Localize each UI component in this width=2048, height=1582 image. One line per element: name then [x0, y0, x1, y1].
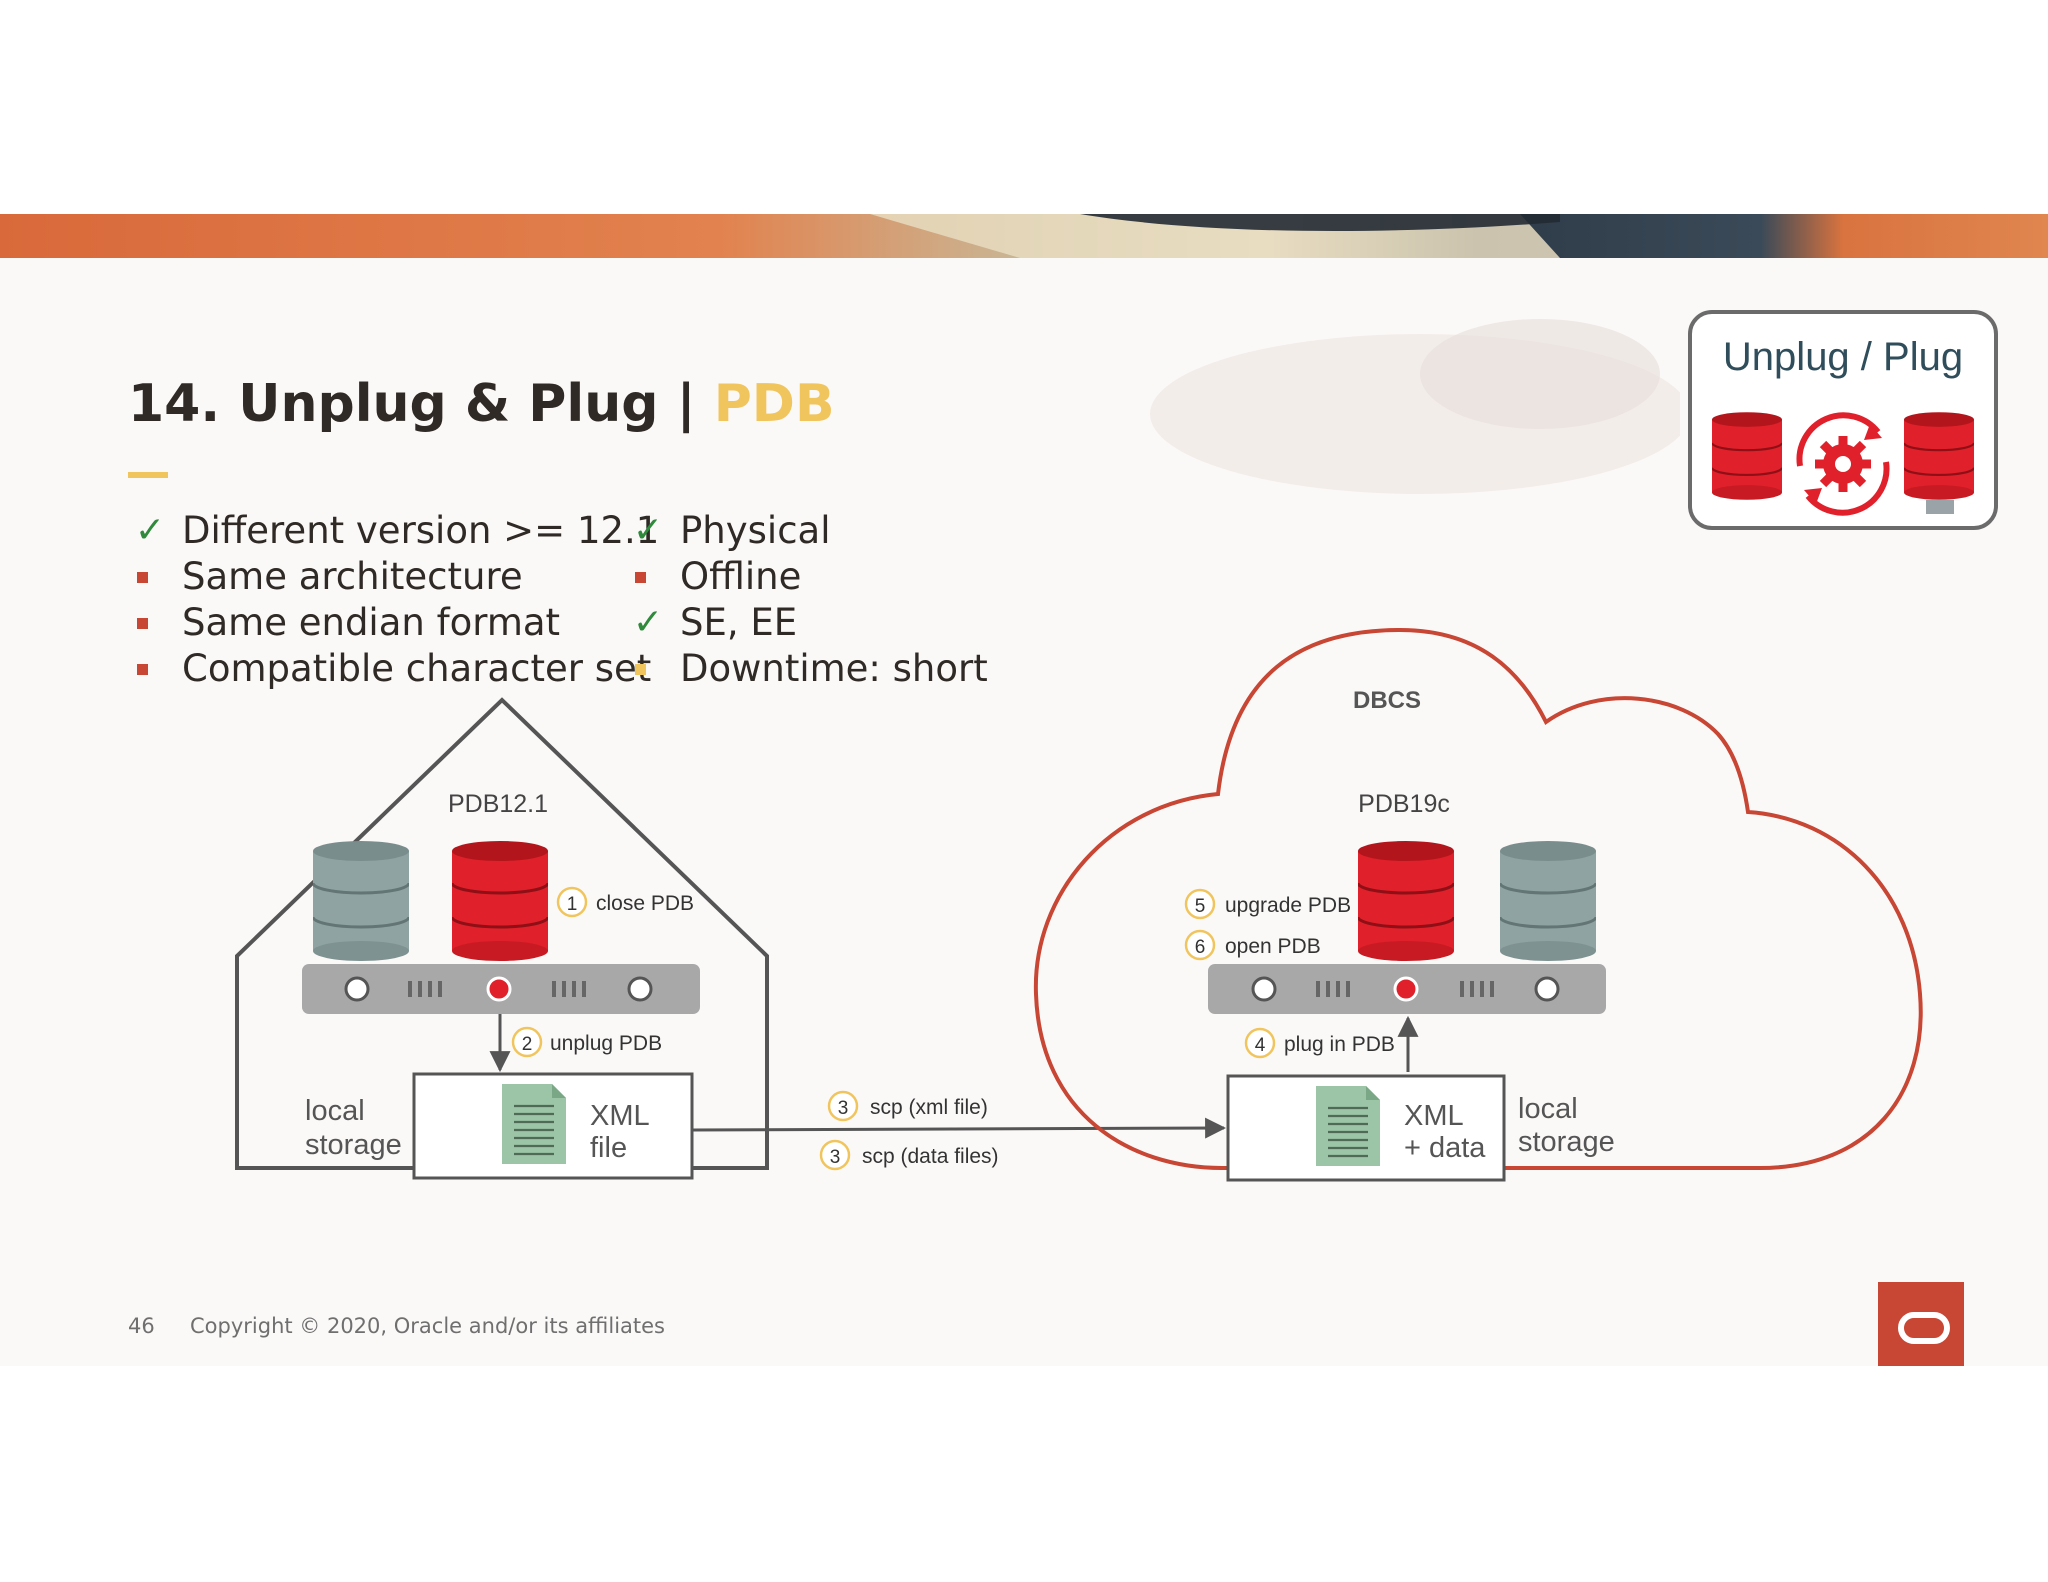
unplug-plug-diagram: Unplug / Plug PDB12.1: [235, 310, 1998, 1182]
step-5-upgrade-pdb: 5 upgrade PDB: [1184, 888, 1351, 920]
svg-text:6: 6: [1195, 937, 1206, 958]
header-banner: [0, 214, 2048, 258]
gear-sync-icon: [1796, 412, 1890, 516]
list-item-text: Physical: [680, 509, 831, 552]
list-item-text: Same endian format: [182, 601, 561, 644]
target-storage-label: storage: [1518, 1126, 1615, 1158]
database-icon: [1358, 840, 1454, 962]
badge-title: Unplug / Plug: [1723, 335, 1963, 379]
database-icon: [1904, 412, 1974, 500]
step-4-plug-in-pdb: 4 plug in PDB: [1244, 1027, 1395, 1059]
svg-text:scp (data files): scp (data files): [862, 1145, 999, 1168]
svg-text:plug in PDB: plug in PDB: [1284, 1033, 1395, 1056]
usb-plug-icon: [1926, 500, 1954, 514]
target-pdb-label: PDB19c: [1358, 790, 1450, 818]
target-file-label: XML: [1404, 1100, 1464, 1132]
page-number: 46: [128, 1314, 155, 1338]
list-item-text: SE, EE: [680, 601, 798, 644]
list-item-text: Different version >= 12.1: [182, 509, 660, 552]
target-storage-label: local: [1518, 1093, 1578, 1125]
svg-text:scp (xml file): scp (xml file): [870, 1096, 988, 1119]
step-3-scp-data: 3 scp (data files): [819, 1139, 999, 1171]
list-item: ✓ Physical: [628, 508, 988, 554]
database-icon: [313, 840, 409, 962]
list-item: Same endian format: [130, 600, 659, 646]
list-item: Same architecture: [130, 554, 659, 600]
svg-text:unplug PDB: unplug PDB: [550, 1032, 662, 1055]
dbcs-cloud: [1033, 627, 1923, 1170]
source-server-rack: [302, 964, 700, 1014]
checkmark-icon: ✓: [134, 510, 166, 551]
background-texture: [1150, 319, 1680, 494]
source-file-label: file: [590, 1132, 627, 1164]
list-item-text: Downtime: short: [680, 647, 988, 690]
slide: 14. Unplug & Plug | PDB ✓Different versi…: [0, 214, 2048, 1366]
step-2-unplug-pdb: 2 unplug PDB: [511, 1026, 662, 1058]
svg-text:1: 1: [567, 894, 578, 915]
svg-text:5: 5: [1195, 896, 1206, 917]
list-item: ✓ Different version >= 12.1: [130, 508, 659, 554]
step-3-scp-xml: 3 scp (xml file): [827, 1090, 988, 1122]
svg-text:close PDB: close PDB: [596, 892, 694, 915]
list-item-text: Compatible character set: [182, 647, 652, 690]
checkmark-icon: ✓: [632, 510, 664, 551]
requirements-list-left: ✓ Different version >= 12.1 Same architec…: [130, 508, 659, 692]
source-storage-label: local: [305, 1095, 365, 1127]
oracle-logo-icon: [1878, 1282, 1964, 1366]
list-item: Compatible character set: [130, 646, 659, 692]
list-item-text: Same architecture: [182, 555, 523, 598]
title-underline: [128, 472, 168, 478]
properties-list-right: ✓ Physical Offline ✓ SE, EE Downtime: shor…: [628, 508, 988, 692]
database-icon: [1712, 412, 1782, 500]
title-main: 14. Unplug & Plug |: [128, 374, 714, 434]
source-storage-label: storage: [305, 1129, 402, 1161]
document-icon: [502, 1084, 566, 1164]
list-item: Offline: [628, 554, 988, 600]
document-icon: [1316, 1086, 1380, 1166]
list-item: ✓ SE, EE: [628, 600, 988, 646]
step-6-open-pdb: 6 open PDB: [1184, 929, 1321, 961]
unplug-plug-badge: Unplug / Plug: [1688, 310, 1998, 530]
list-item: Downtime: short: [628, 646, 988, 692]
svg-text:open PDB: open PDB: [1225, 935, 1321, 958]
svg-text:2: 2: [522, 1034, 533, 1055]
database-icon: [452, 840, 548, 962]
svg-text:4: 4: [1255, 1035, 1266, 1056]
target-server-rack: [1208, 964, 1606, 1014]
scp-transfer-arrow: [691, 1117, 1227, 1139]
title-accent: PDB: [713, 374, 835, 434]
list-item-text: Offline: [680, 555, 802, 598]
step-1-close-pdb: 1 close PDB: [556, 886, 694, 918]
cloud-label: DBCS: [1353, 687, 1421, 714]
svg-text:upgrade PDB: upgrade PDB: [1225, 894, 1351, 917]
source-pdb-label: PDB12.1: [448, 790, 548, 818]
checkmark-icon: ✓: [632, 602, 664, 643]
database-icon: [1500, 840, 1596, 962]
svg-text:3: 3: [830, 1147, 841, 1168]
svg-text:3: 3: [838, 1098, 849, 1119]
page-title: 14. Unplug & Plug | PDB: [128, 374, 835, 434]
source-file-label: XML: [590, 1100, 650, 1132]
target-file-label: + data: [1404, 1132, 1486, 1164]
copyright-text: Copyright © 2020, Oracle and/or its affi…: [190, 1314, 665, 1338]
